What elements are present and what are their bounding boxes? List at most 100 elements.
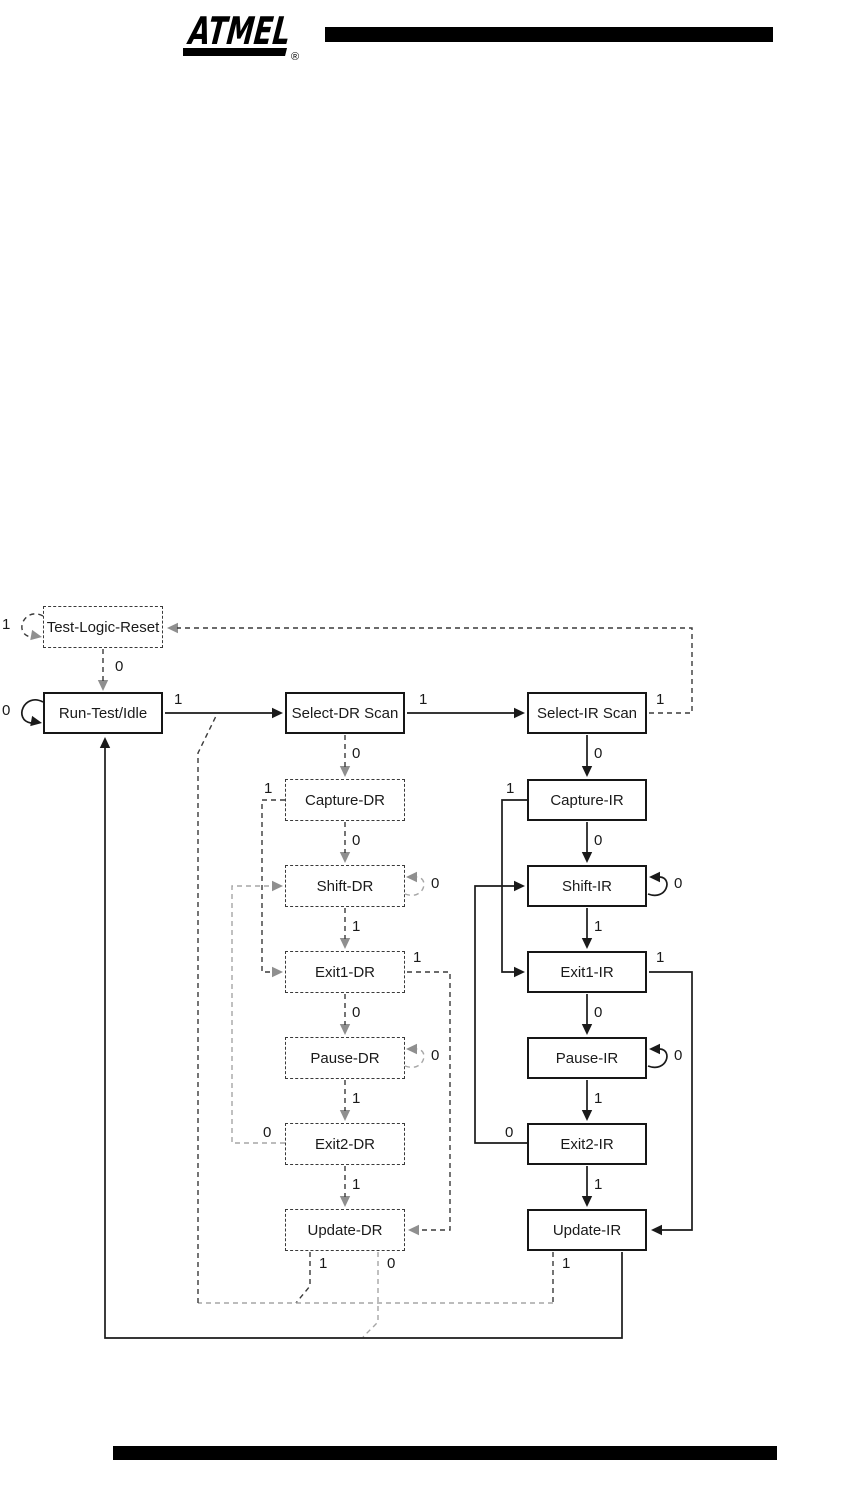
arrowhead xyxy=(649,1043,660,1055)
arrowhead xyxy=(408,1224,419,1236)
arrowhead xyxy=(651,1224,662,1236)
transition-label-shiftir-self: 0 xyxy=(674,875,683,892)
arrowhead xyxy=(581,1024,593,1035)
state-label: Update-DR xyxy=(307,1221,383,1239)
state-select-ir-scan: Select-IR Scan xyxy=(527,692,647,734)
state-label: Update-IR xyxy=(552,1221,622,1239)
edge-selir-tlr xyxy=(177,627,693,714)
transition-label-seldr-selir: 1 xyxy=(419,691,428,708)
edge-updatedr-tms1-merge xyxy=(295,1252,311,1304)
arrowhead xyxy=(339,1196,351,1207)
arrowhead xyxy=(30,629,42,641)
arrowhead xyxy=(581,852,593,863)
transition-label-seldr-capdr: 0 xyxy=(352,745,361,762)
state-label: Select-IR Scan xyxy=(536,704,638,722)
transition-label-exit1ir-updateir: 1 xyxy=(656,949,665,966)
arrowhead xyxy=(339,1110,351,1121)
edge-pauseir-self xyxy=(647,1048,668,1069)
transition-label-selir-capir: 0 xyxy=(594,745,603,762)
edge-pausedr-self xyxy=(404,1048,425,1069)
arrowhead xyxy=(581,938,593,949)
transition-label-exit1ir-pauseir: 0 xyxy=(594,1004,603,1021)
transition-label-capdr-shiftdr: 0 xyxy=(352,832,361,849)
arrowhead xyxy=(514,707,525,719)
arrowhead xyxy=(99,737,111,748)
transition-label-capdr-exit1dr: 1 xyxy=(264,780,273,797)
state-pause-dr: Pause-DR xyxy=(285,1037,405,1079)
atmel-logo: ATMEL ® xyxy=(181,4,311,63)
state-label: Select-DR Scan xyxy=(291,704,399,722)
arrowhead xyxy=(272,707,283,719)
state-label: Pause-IR xyxy=(555,1049,619,1067)
state-label: Exit2-DR xyxy=(314,1135,375,1153)
state-exit1-ir: Exit1-IR xyxy=(527,951,647,993)
arrowhead xyxy=(272,880,283,892)
edge-tlr-self xyxy=(21,613,44,638)
state-select-dr-scan: Select-DR Scan xyxy=(285,692,405,734)
state-label: Capture-DR xyxy=(304,791,386,809)
transition-label-exit2ir-shiftir: 0 xyxy=(505,1124,514,1141)
transition-label-tlr-self: 1 xyxy=(2,616,11,633)
transition-label-rti-seldr: 1 xyxy=(174,691,183,708)
transition-label-exit2ir-updateir: 1 xyxy=(594,1176,603,1193)
transition-label-updatedr-tms1-merge: 1 xyxy=(319,1255,328,1272)
arrowhead xyxy=(339,766,351,777)
state-shift-dr: Shift-DR xyxy=(285,865,405,907)
state-run-test-idle: Run-Test/Idle xyxy=(43,692,163,734)
transition-label-exit1dr-updatedr: 1 xyxy=(413,949,422,966)
state-label: Capture-IR xyxy=(550,791,624,809)
arrowhead xyxy=(339,1024,351,1035)
transition-label-capir-exit1ir: 1 xyxy=(506,780,515,797)
arrowhead xyxy=(97,680,109,691)
edge-shiftir-self xyxy=(647,876,668,897)
edge-shiftdr-self xyxy=(404,876,425,897)
state-shift-ir: Shift-IR xyxy=(527,865,647,907)
state-test-logic-reset: Test-Logic-Reset xyxy=(43,606,163,648)
transition-label-shiftdr-self: 0 xyxy=(431,875,440,892)
edge-updateir-tms1-return-v xyxy=(197,713,218,1303)
arrowhead xyxy=(581,1196,593,1207)
edge-exit1ir-updateir xyxy=(649,971,693,1231)
state-update-dr: Update-DR xyxy=(285,1209,405,1251)
arrowhead xyxy=(30,715,42,727)
transition-label-shiftir-exit1ir: 1 xyxy=(594,918,603,935)
state-exit2-ir: Exit2-IR xyxy=(527,1123,647,1165)
state-label: Shift-DR xyxy=(316,877,374,895)
arrowhead xyxy=(514,880,525,892)
arrowhead xyxy=(514,966,525,978)
state-pause-ir: Pause-IR xyxy=(527,1037,647,1079)
arrowhead xyxy=(339,938,351,949)
edge-exit2dr-shiftdr xyxy=(231,885,285,1144)
transition-label-pausedr-exit2dr: 1 xyxy=(352,1090,361,1107)
state-label: Test-Logic-Reset xyxy=(46,618,160,636)
edge-capdr-exit1dr xyxy=(261,799,285,973)
atmel-logo-graphic: ATMEL ® xyxy=(181,10,299,63)
edge-updatedr-tms0-merge xyxy=(362,1252,379,1338)
state-exit2-dr: Exit2-DR xyxy=(285,1123,405,1165)
edge-exit2ir-shiftir xyxy=(474,885,527,1144)
state-label: Exit2-IR xyxy=(560,1135,614,1153)
header-rule-bar xyxy=(325,27,773,42)
state-label: Run-Test/Idle xyxy=(58,704,148,722)
transition-label-pausedr-self: 0 xyxy=(431,1047,440,1064)
state-exit1-dr: Exit1-DR xyxy=(285,951,405,993)
state-label: Pause-DR xyxy=(310,1049,380,1067)
transition-label-exit2dr-updatedr: 1 xyxy=(352,1176,361,1193)
arrowhead xyxy=(167,622,178,634)
transition-label-shiftdr-exit1dr: 1 xyxy=(352,918,361,935)
arrowhead xyxy=(581,766,593,777)
transition-label-tlr-rti: 0 xyxy=(115,658,124,675)
transition-label-updateir-tms1-drop: 1 xyxy=(562,1255,571,1272)
transition-label-updatedr-tms0-merge: 0 xyxy=(387,1255,396,1272)
edge-exit1dr-updatedr xyxy=(407,971,451,1231)
state-capture-ir: Capture-IR xyxy=(527,779,647,821)
arrowhead xyxy=(406,871,417,883)
state-label: Exit1-IR xyxy=(560,963,614,981)
edge-rti-self xyxy=(21,699,44,724)
arrowhead xyxy=(581,1110,593,1121)
state-update-ir: Update-IR xyxy=(527,1209,647,1251)
logo-underline-bar xyxy=(181,48,288,56)
